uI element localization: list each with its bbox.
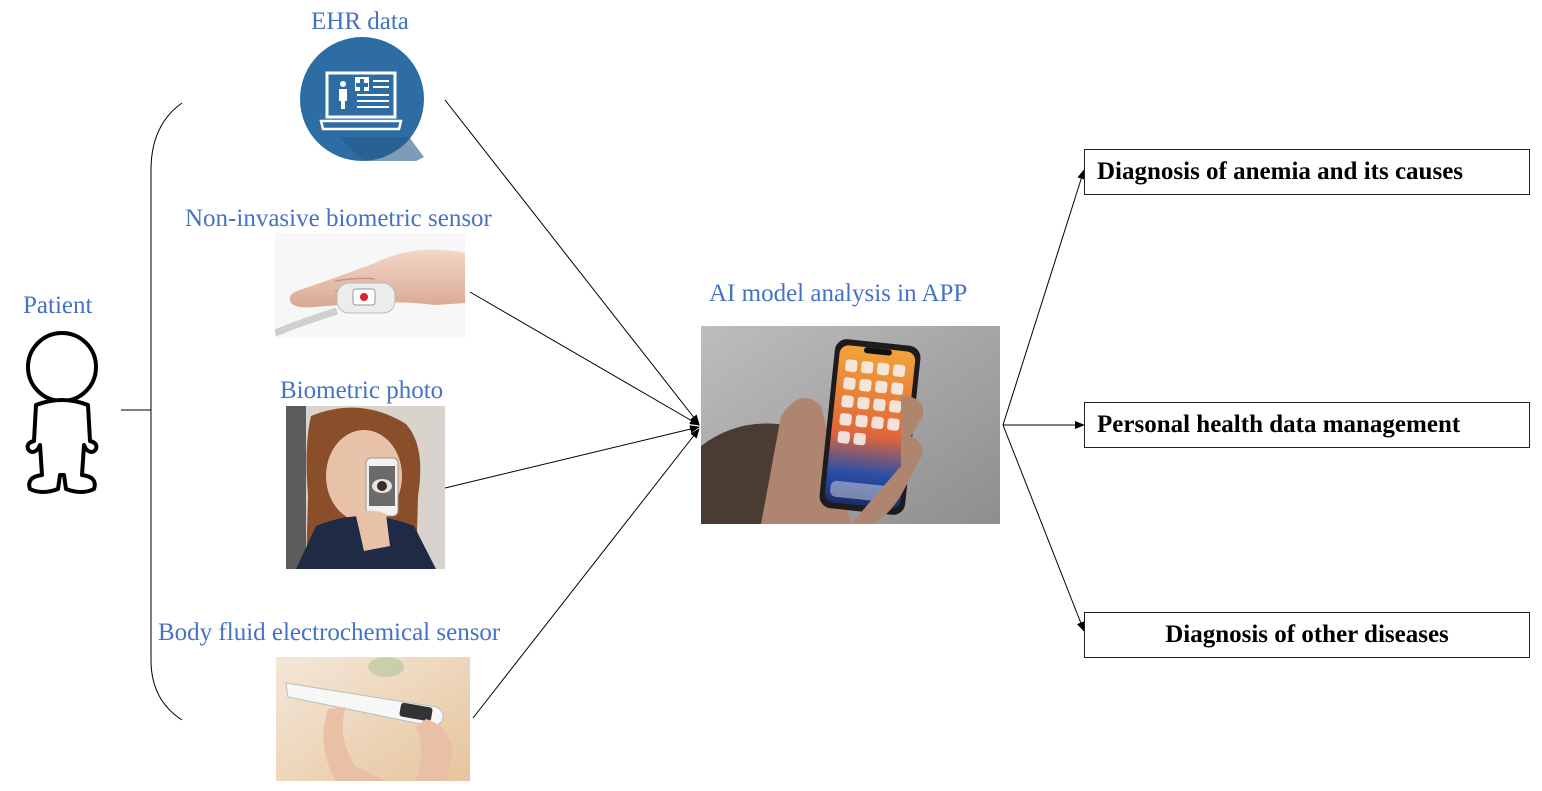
output-other-label: Diagnosis of other diseases: [1165, 621, 1449, 648]
output-health-label: Personal health data management: [1097, 411, 1461, 438]
person-icon: [2, 325, 117, 500]
output-anemia-label: Diagnosis of anemia and its causes: [1097, 158, 1464, 185]
photo-label: Biometric photo: [280, 377, 444, 404]
fluid-label: Body fluid electrochemical sensor: [158, 619, 501, 646]
ehr-laptop-icon: [299, 37, 427, 161]
arrow-out-other: [1002, 424, 1085, 632]
sensor-label: Non-invasive biometric sensor: [185, 205, 492, 232]
output-anemia-box: Diagnosis of anemia and its causes: [1084, 149, 1530, 195]
output-other-box: Diagnosis of other diseases: [1084, 612, 1530, 658]
finger-sensor-photo: [275, 233, 465, 338]
arrow-fluid: [472, 428, 700, 719]
fluid-sensor-photo: [276, 657, 470, 781]
output-health-box: Personal health data management: [1084, 402, 1530, 448]
ehr-label: EHR data: [311, 8, 409, 35]
patient-label: Patient: [23, 292, 93, 319]
arrow-out-anemia: [1002, 169, 1086, 426]
arrow-sensor: [469, 291, 700, 426]
arrow-photo: [444, 425, 700, 489]
smartphone-photo: [701, 326, 1000, 524]
center-label: AI model analysis in APP: [709, 280, 968, 307]
eye-photo: [286, 406, 445, 569]
arrow-ehr: [444, 99, 700, 425]
patient-brace: [150, 102, 183, 721]
